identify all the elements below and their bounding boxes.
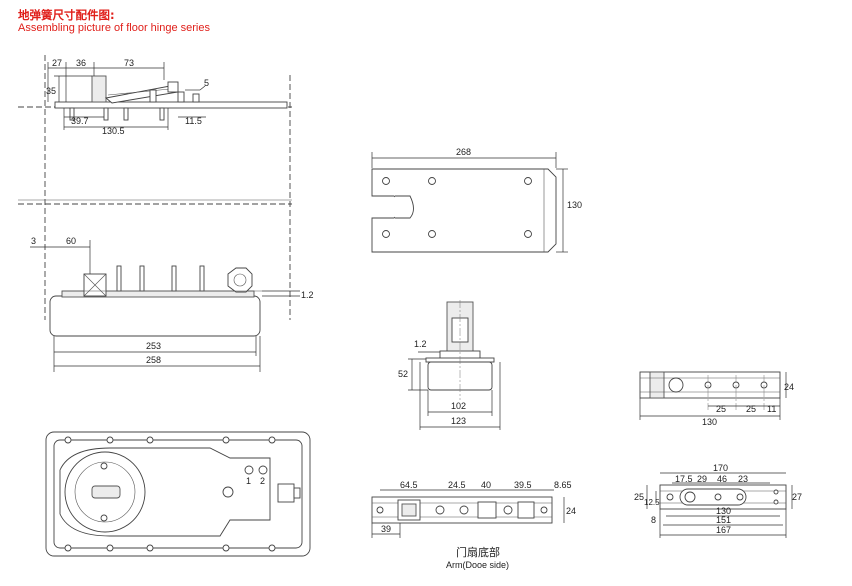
dim-12-5: 12.5 — [644, 498, 660, 507]
dim-35: 35 — [46, 86, 56, 96]
arm-bolt-a — [149, 89, 157, 103]
door-side-view: 64.5 24.5 40 39.5 8.65 24 39 — [371, 480, 576, 538]
dim-60: 60 — [66, 236, 76, 246]
upper-arm-end — [167, 81, 179, 93]
title-english: Assembling picture of floor hinge series — [18, 22, 210, 34]
dim-268: 268 — [456, 147, 471, 157]
dim-130-cover: 130 — [567, 200, 582, 210]
label-1: 1 — [246, 476, 251, 486]
spindle-slot — [91, 485, 121, 499]
dim-8-65: 8.65 — [554, 480, 572, 490]
dim-130-arm: 130 — [702, 417, 717, 427]
dim-11-5: 11.5 — [185, 116, 202, 126]
dim-24-arm: 24 — [784, 382, 794, 392]
dim-167: 167 — [716, 525, 731, 535]
dim-258: 258 — [146, 355, 161, 365]
title-chinese: 地弹簧尺寸配件图: — [18, 8, 115, 22]
cover-screws — [382, 177, 532, 238]
top-plate — [54, 101, 288, 109]
dim-39-5: 39.5 — [514, 480, 532, 490]
dim-253: 253 — [146, 341, 161, 351]
dim-5: 5 — [204, 78, 209, 88]
dim-25-a: 25 — [716, 404, 726, 414]
dim-23: 23 — [738, 474, 748, 484]
dim-36: 36 — [76, 58, 86, 68]
dim-64-5: 64.5 — [400, 480, 418, 490]
dim-3: 3 — [31, 236, 36, 246]
dim-8: 8 — [651, 515, 656, 525]
cover-plate — [371, 168, 557, 253]
arm-bolt-b — [177, 91, 185, 103]
dim-11: 11 — [767, 404, 776, 414]
plan-view: 1 2 — [45, 431, 311, 557]
dim-25-b: 25 — [746, 404, 756, 414]
box-screws — [116, 265, 205, 292]
dim-39: 39 — [381, 524, 391, 534]
dim-123: 123 — [451, 416, 466, 426]
dim-52: 52 — [398, 369, 408, 379]
dim-130-5: 130.5 — [102, 126, 125, 136]
dim-24-door: 24 — [566, 506, 576, 516]
dim-46: 46 — [717, 474, 727, 484]
dim-29: 29 — [697, 474, 707, 484]
adjust-nut — [227, 267, 253, 293]
plan-holes — [64, 436, 276, 552]
upper-arm-line — [107, 88, 171, 96]
top-arm-view: 24 25 25 11 130 — [639, 371, 794, 427]
upper-pivot-block — [91, 75, 107, 103]
label-2: 2 — [260, 476, 265, 486]
upper-arm — [104, 85, 180, 104]
door-side-label-cn: 门扇底部 — [456, 545, 500, 559]
side-view: 27 36 73 35 5 39.7 11.5 130.5 3 60 — [18, 55, 314, 372]
dim-102: 102 — [451, 401, 466, 411]
dim-25-pivot: 25 — [634, 492, 644, 502]
door-side-label-en: Arm(Dooe side) — [446, 560, 509, 570]
dim-1-2-front: 1.2 — [414, 339, 427, 349]
dim-151: 151 — [716, 515, 731, 525]
dim-17-5: 17.5 — [675, 474, 693, 484]
pivot-plate-view: 170 17.5 29 46 23 25 12.5 27 130 151 167… — [634, 463, 802, 538]
spring-box — [49, 295, 261, 337]
dim-130-pivot: 130 — [716, 506, 731, 516]
dim-1-2-side: 1.2 — [301, 290, 314, 300]
front-view: 1.2 52 102 123 — [398, 300, 501, 430]
top-screws — [69, 107, 165, 121]
dim-40: 40 — [481, 480, 491, 490]
dim-73: 73 — [124, 58, 134, 68]
dim-27: 27 — [792, 492, 802, 502]
adjust-screw-1 — [244, 465, 254, 475]
dim-27: 27 — [52, 58, 62, 68]
adjust-screw-2 — [258, 465, 268, 475]
dim-24-5: 24.5 — [448, 480, 466, 490]
dim-170: 170 — [713, 463, 728, 473]
arm-bolt-c — [192, 93, 200, 103]
cover-plate-view: 268 130 — [371, 147, 582, 253]
dim-39-7: 39.7 — [71, 116, 89, 126]
